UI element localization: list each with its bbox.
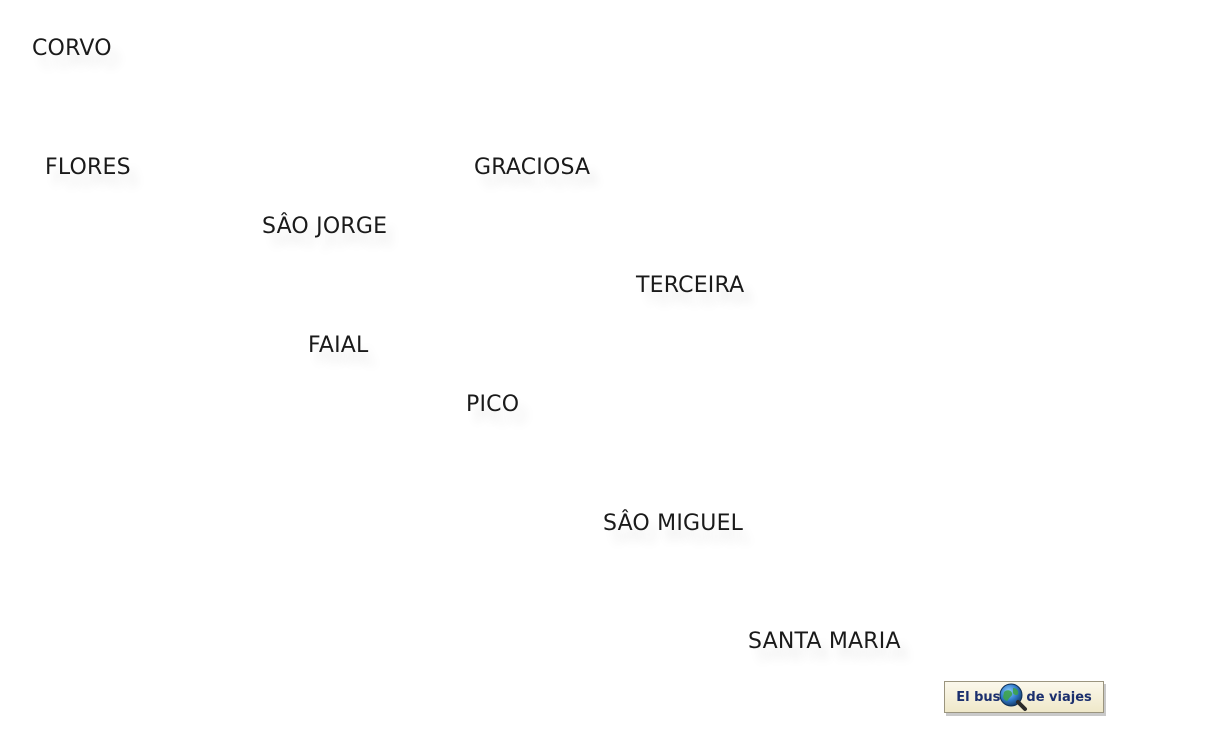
island-label-flores: FLORES bbox=[45, 155, 131, 180]
island-label-sao-miguel: SÂO MIGUEL bbox=[603, 511, 744, 536]
globe-magnifier-icon bbox=[998, 682, 1028, 712]
island-label-graciosa: GRACIOSA bbox=[474, 155, 591, 180]
logo-text-left: El bus bbox=[956, 689, 1001, 705]
island-label-sao-jorge: SÂO JORGE bbox=[262, 214, 388, 239]
site-logo[interactable]: El bus de viajes bbox=[944, 681, 1104, 713]
island-label-pico: PICO bbox=[466, 392, 520, 417]
logo-text-right: de viajes bbox=[1026, 689, 1092, 705]
island-label-terceira: TERCEIRA bbox=[636, 273, 745, 298]
island-label-faial: FAIAL bbox=[308, 333, 369, 358]
island-label-corvo: CORVO bbox=[32, 36, 112, 61]
island-label-santa-maria: SANTA MARIA bbox=[748, 629, 901, 654]
